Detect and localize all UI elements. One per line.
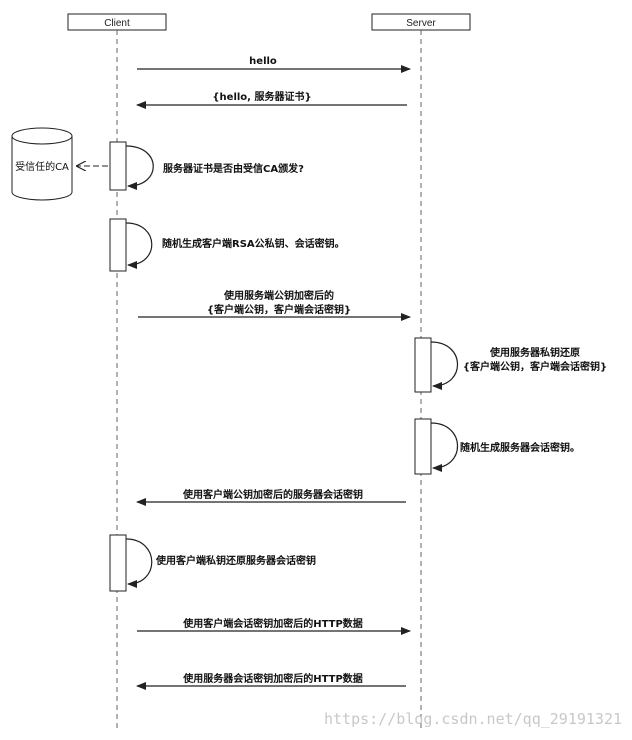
client-activation-1 [109,141,154,191]
check-cert-label: 服务器证书是否由受信CA颁发? [163,162,304,175]
gen-server-key-label: 随机生成服务器会话密钥。 [460,441,580,454]
msg-hello-label: hello [249,56,277,67]
msg-server-http-label: 使用服务器会话密钥加密后的HTTP数据 [182,672,363,685]
watermark-text: https://blog.csdn.net/qq_29191321 [324,710,622,728]
restore-server-key-label: 使用客户端私钥还原服务器会话密钥 [155,554,316,567]
msg-encrypted-keys-label-2: {客户端公钥，客户端会话密钥} [207,303,351,316]
client-activation-3 [109,534,153,592]
server-header: Server [371,13,471,31]
server-label: Server [406,18,436,29]
msg-encrypted-keys-label-1: 使用服务端公钥加密后的 [223,289,334,302]
restore-keys-label-2: {客户端公钥，客户端会话密钥} [463,360,607,373]
client-header: Client [67,13,167,31]
client-label: Client [104,18,130,29]
restore-keys-label-1: 使用服务器私钥还原 [489,346,580,359]
gen-keys-label: 随机生成客户端RSA公私钥、会话密钥。 [162,237,345,250]
server-activation-1 [414,337,458,393]
msg-cert-label: {hello, 服务器证书} [212,90,311,103]
trusted-ca-label: 受信任的CA [15,160,69,173]
msg-server-key-label: 使用客户端公钥加密后的服务器会话密钥 [182,488,363,501]
trusted-ca-database: 受信任的CA [11,127,73,201]
server-activation-2 [414,418,458,475]
msg-client-http-label: 使用客户端会话密钥加密后的HTTP数据 [182,617,363,630]
client-activation-2 [109,218,153,272]
